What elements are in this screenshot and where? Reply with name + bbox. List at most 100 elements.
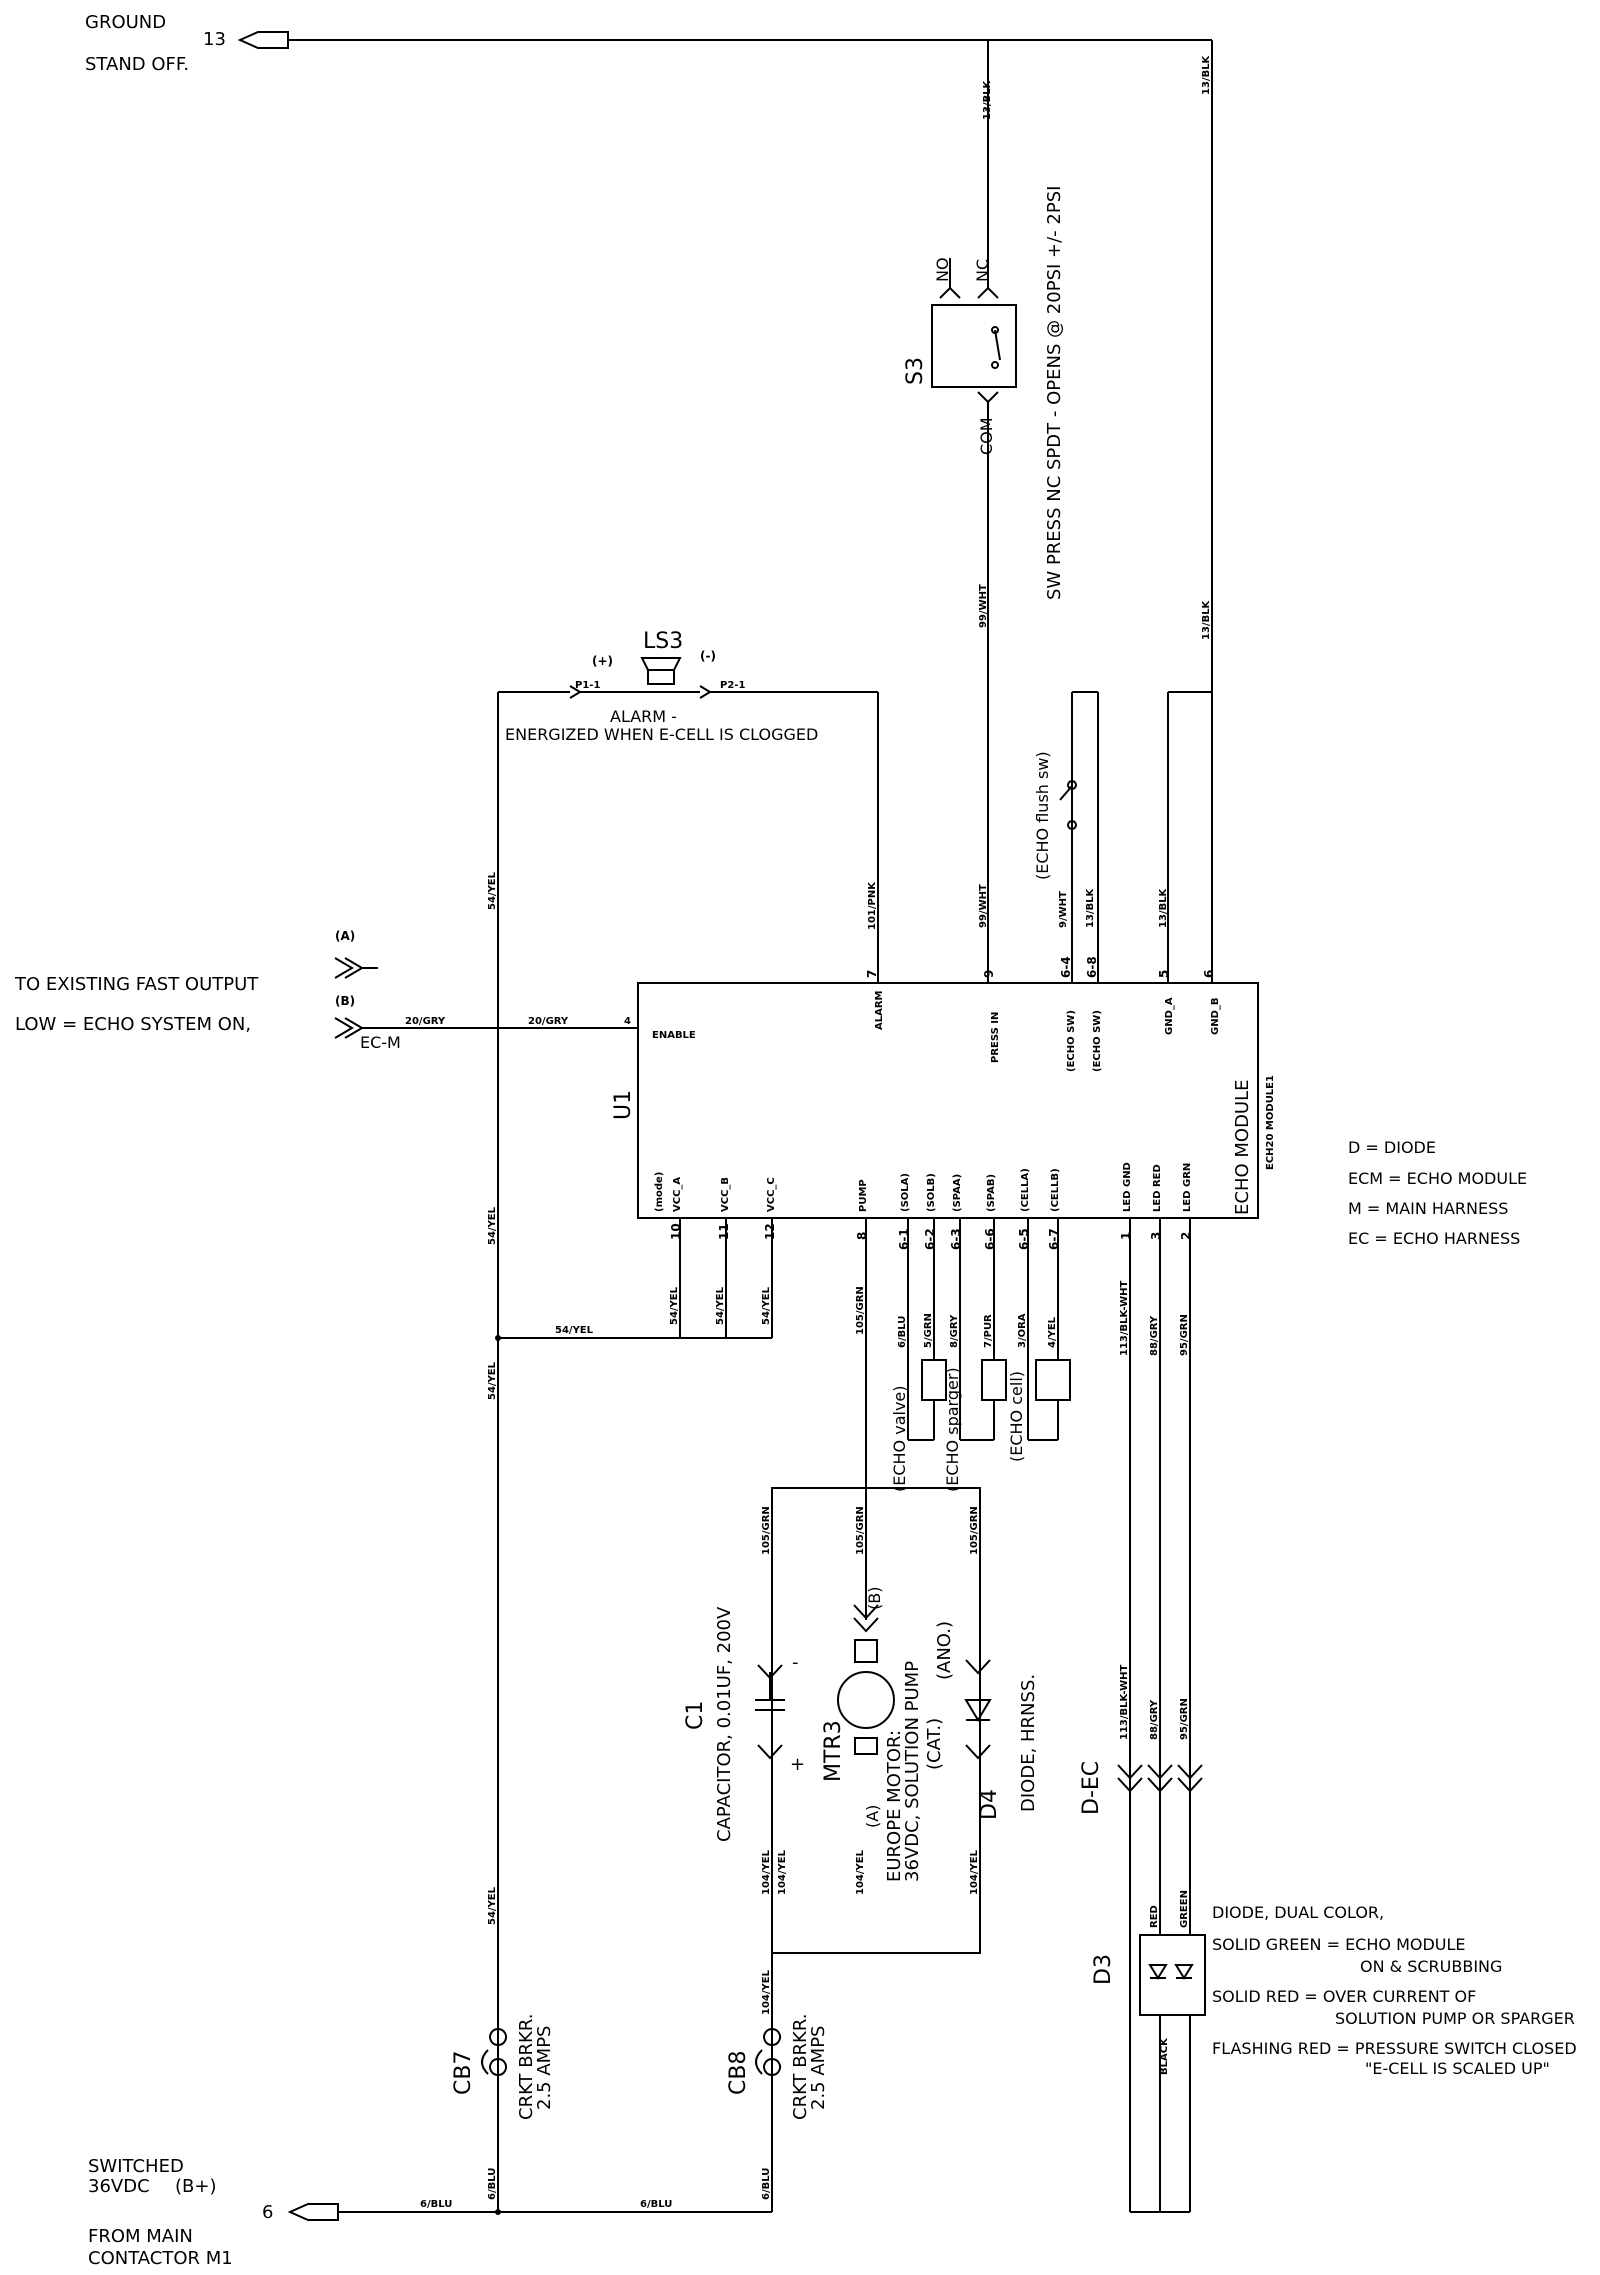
wire-label-54yel-a: 54/YEL — [487, 871, 498, 910]
note-green-2: ON & SCRUBBING — [1360, 1957, 1502, 1976]
pin-num: 2 — [1179, 1232, 1193, 1240]
alarm-ref: LS3 — [643, 629, 683, 654]
motor-terminal-bottom — [854, 1737, 878, 1755]
wire-label-6blu-d: 6/BLU — [640, 2199, 672, 2210]
echo-module-u1 — [637, 982, 1259, 1219]
wire-label-105-a: 105/GRN — [761, 1506, 772, 1555]
alarm-desc-line1: ALARM - — [610, 707, 677, 726]
legend-diode: D = DIODE — [1348, 1138, 1436, 1157]
motor-desc-2: 36VDC, SOLUTION PUMP — [902, 1661, 923, 1882]
wire-label-113-b: 113/BLK-WHT — [1119, 1664, 1130, 1740]
c1-desc: CAPACITOR, 0.01UF, 200V — [714, 1606, 735, 1842]
pin-name: VCC_A — [672, 1177, 683, 1212]
power-terminal-arrow — [287, 2203, 339, 2221]
cb7-contact-bottom — [489, 2058, 507, 2076]
wire-label-sola: 6/BLU — [897, 1316, 908, 1348]
cb8-arc — [755, 2049, 763, 2075]
top-pin-echo-sw-b: 6-8 (ECHO SW) 13/BLK — [1085, 887, 1103, 1072]
d-ec-conn-1b — [1117, 1777, 1143, 1793]
pin-name: (ECHO SW) — [1066, 1010, 1077, 1072]
s3-no-terminal — [939, 286, 961, 299]
note-red-2: SOLUTION PUMP OR SPARGER — [1335, 2009, 1575, 2028]
d-ec-conn-3 — [1177, 1764, 1203, 1780]
d-ec-label: D-EC — [1079, 1761, 1104, 1815]
ground-wire-number: 13 — [203, 29, 226, 50]
wire-label-54yel-b: 54/YEL — [487, 1206, 498, 1245]
switched-wire-number: 6 — [262, 2202, 273, 2223]
fast-output-line1: TO EXISTING FAST OUTPUT — [14, 974, 259, 995]
d4-desc: DIODE, HRNSS. — [1018, 1674, 1039, 1812]
valve-label: (ECHO valve) — [890, 1385, 909, 1492]
top-pin-echo-sw-a: 6-4 (ECHO SW) 9/WHT — [1058, 891, 1077, 1072]
wire-label-95-b: 95/GRN — [1179, 1698, 1190, 1740]
pin-name: (mode) — [654, 1172, 665, 1212]
s3-nc-terminal — [977, 286, 999, 299]
cb7-ref: CB7 — [451, 2051, 476, 2095]
note-d3-title: DIODE, DUAL COLOR, — [1212, 1903, 1384, 1922]
d4-ref: D4 — [977, 1789, 1002, 1820]
wire-label-6blu-a: 6/BLU — [487, 2168, 498, 2200]
cell-label: (ECHO cell) — [1007, 1371, 1026, 1462]
switched-line3: FROM MAIN — [88, 2226, 193, 2247]
pin4-label: 4 — [624, 1016, 631, 1027]
pin-num: 11 — [717, 1223, 731, 1240]
top-pin-gnd-b: 6 GND_B — [1202, 970, 1221, 1035]
wire-label-cella: 3/ORA — [1017, 1313, 1028, 1348]
pin-name: (ECHO SW) — [1092, 1010, 1103, 1072]
flush-sw-contact-2 — [1067, 820, 1077, 830]
wire-label-88-b: 88/GRY — [1149, 1699, 1160, 1740]
conn-b-pin — [334, 1017, 354, 1039]
wire-label-cellb: 4/YEL — [1047, 1316, 1058, 1348]
alarm-speaker-body — [647, 669, 675, 685]
pin-name: (SOLA) — [900, 1173, 911, 1212]
s3-description: SW PRESS NC SPDT - OPENS @ 20PSI +/- 2PS… — [1044, 186, 1065, 600]
s3-nc-label: NC — [973, 259, 992, 282]
cb8-contact-top — [763, 2028, 781, 2046]
sparger-label: (ECHO sparger) — [943, 1367, 962, 1492]
legend-m: M = MAIN HARNESS — [1348, 1199, 1508, 1218]
s3-contact — [994, 329, 1001, 361]
wire-label-vcc-c: 54/YEL — [761, 1286, 772, 1325]
pin-name: LED RED — [1152, 1164, 1163, 1212]
c1-minus: - — [792, 1652, 799, 1673]
cell-coil — [1035, 1359, 1071, 1401]
conn-b-label: (B) — [335, 994, 355, 1008]
wire-label-104-d: 104/YEL — [969, 1849, 980, 1895]
pressure-switch-s3-body — [931, 304, 1017, 388]
d4-conn-bottom — [965, 1744, 991, 1760]
wire-label-104-b: 104/YEL — [777, 1849, 788, 1895]
s3-com-terminal — [977, 391, 999, 404]
echo-module-subtitle: ECH20 MODULE1 — [1265, 1075, 1276, 1170]
d-ec-conn-2 — [1147, 1764, 1173, 1780]
d4-diode-icon — [964, 1699, 992, 1722]
echo-module-title: ECHO MODULE — [1232, 1079, 1253, 1215]
sparger-coil — [981, 1359, 1007, 1401]
cb7-desc-2: 2.5 AMPS — [534, 2026, 555, 2110]
conn-ecm-label: EC-M — [360, 1033, 401, 1052]
pin-wire: 9/WHT — [1058, 891, 1069, 928]
legend-ec: EC = ECHO HARNESS — [1348, 1229, 1520, 1248]
switched-line4: CONTACTOR M1 — [88, 2248, 233, 2269]
motor-ref: MTR3 — [821, 1720, 846, 1782]
note-flash-2: "E-CELL IS SCALED UP" — [1365, 2059, 1550, 2078]
power-junction — [495, 2209, 501, 2215]
wire-label-105-c: 105/GRN — [969, 1506, 980, 1555]
wire-label-13blk-c: 13/BLK — [1201, 599, 1212, 640]
d-ec-conn-1 — [1117, 1764, 1143, 1780]
motor-conn-b — [853, 1604, 879, 1620]
c1-ref: C1 — [683, 1701, 708, 1730]
valve-coil — [921, 1359, 947, 1401]
flush-sw-contact-1 — [1067, 780, 1077, 790]
top-pin-gnd-a: 5 GND_A 13/BLK — [1157, 887, 1175, 1035]
note-green-1: SOLID GREEN = ECHO MODULE — [1212, 1935, 1466, 1954]
pin-num: 6 — [1202, 970, 1216, 978]
d3-led-green — [1174, 1964, 1194, 1980]
s3-contact-dot-2 — [991, 361, 999, 369]
switched-line1: SWITCHED — [88, 2156, 184, 2177]
d3-black-label: BLACK — [1159, 2037, 1170, 2075]
pin-name: VCC_B — [720, 1177, 731, 1212]
pin-wire: 13/BLK — [1085, 887, 1096, 928]
cb7-contact-top — [489, 2028, 507, 2046]
wire-label-54yel-bus: 54/YEL — [555, 1325, 594, 1336]
